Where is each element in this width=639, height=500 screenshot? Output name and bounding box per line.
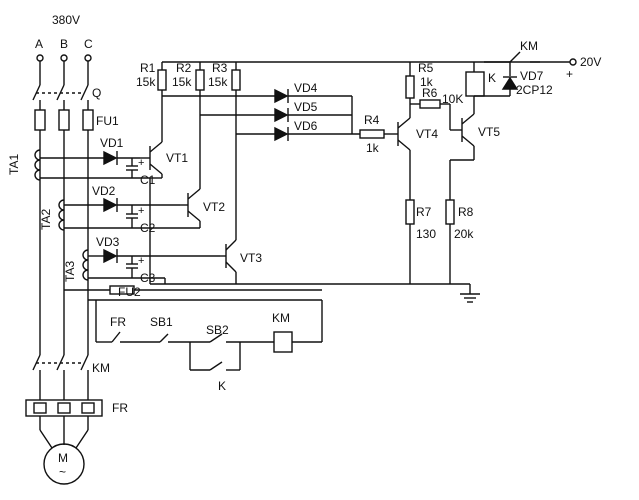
- diode-vd2: [103, 197, 180, 213]
- vd6-label: VD6: [294, 119, 318, 133]
- vd5-label: VD5: [294, 100, 318, 114]
- vd4-label: VD4: [294, 81, 318, 95]
- motor-ac-symbol: ~: [59, 465, 66, 479]
- km-coil-label: KM: [272, 311, 290, 325]
- sb2-label: SB2: [206, 323, 229, 337]
- r6-value: 10K: [442, 92, 463, 106]
- ta3-label: TA3: [63, 261, 77, 282]
- diode-vd3: [103, 248, 220, 264]
- fr-heater-label: FR: [112, 401, 128, 415]
- c1-label: C1: [140, 173, 156, 187]
- r1-value: 15k: [136, 75, 156, 89]
- vd7-label: VD7: [520, 69, 544, 83]
- km-aux-label: KM: [520, 39, 538, 53]
- vt3-label: VT3: [240, 251, 262, 265]
- r7-label: R7: [416, 205, 432, 219]
- resistor-r5: [405, 62, 415, 99]
- r3-value: 15k: [208, 75, 228, 89]
- diode-or-network: [162, 88, 360, 142]
- phase-c-label: C: [84, 37, 93, 51]
- fu2-label: FU2: [118, 285, 141, 299]
- phase-a-label: A: [35, 37, 43, 51]
- ct-coils: [34, 149, 89, 281]
- terminal-c: [84, 54, 92, 62]
- r2-label: R2: [176, 61, 192, 75]
- r2-value: 15k: [172, 75, 192, 89]
- r4-value: 1k: [366, 141, 380, 155]
- c1-plus: +: [138, 157, 144, 169]
- terminal-b: [60, 54, 68, 62]
- transistor-vt4: [397, 98, 411, 200]
- phase-lines: [32, 61, 94, 449]
- km-aux-contact: [509, 51, 540, 63]
- ta2-label: TA2: [39, 209, 53, 230]
- ta1-label: TA1: [7, 154, 21, 175]
- ground-rail: [149, 178, 480, 303]
- supply-voltage-label: 380V: [52, 13, 80, 27]
- r3-label: R3: [212, 61, 228, 75]
- motor-symbol: [43, 443, 85, 485]
- phase-b-label: B: [60, 37, 68, 51]
- transistor-vt5: [449, 96, 475, 200]
- c2-plus: +: [138, 205, 144, 217]
- resistor-r4: [359, 129, 398, 139]
- resistors-r7-r8: [405, 199, 455, 284]
- relay-k-coil: [465, 61, 510, 97]
- diode-vd7: [501, 62, 519, 96]
- resistors-r1-r3: [157, 62, 241, 91]
- fuse-fu1-label: FU1: [96, 114, 119, 128]
- r7-value: 130: [416, 227, 436, 241]
- diode-vd1: [103, 150, 140, 166]
- r8-label: R8: [458, 205, 474, 219]
- thermal-relay-fr: [25, 399, 103, 417]
- vd1-label: VD1: [100, 136, 124, 150]
- vt1-label: VT1: [166, 151, 188, 165]
- r4-label: R4: [364, 113, 380, 127]
- dc-supply-label: 20V: [580, 55, 601, 69]
- km-main-label: KM: [92, 361, 110, 375]
- r6-label: R6: [422, 86, 438, 100]
- k-contact-label: K: [218, 379, 226, 393]
- vd2-label: VD2: [92, 184, 116, 198]
- c2-label: C2: [140, 221, 156, 235]
- motor-label: M: [58, 451, 68, 465]
- capacitors: [126, 158, 138, 278]
- sb1-label: SB1: [150, 315, 173, 329]
- ct-secondary-wiring: [40, 157, 165, 279]
- vd7-value: 2CP12: [516, 83, 553, 97]
- control-circuit-wiring: [64, 285, 323, 371]
- relay-k-label: K: [488, 71, 496, 85]
- terminal-a: [36, 54, 44, 62]
- transistor-vt2: [165, 90, 201, 229]
- vd3-label: VD3: [96, 235, 120, 249]
- resistor-r6: [410, 99, 451, 130]
- c3-label: C3: [140, 271, 156, 285]
- r5-value: 1k: [420, 75, 434, 89]
- switch-q-label: Q: [92, 86, 101, 100]
- r1-label: R1: [140, 61, 156, 75]
- dc-plus-label: +: [566, 67, 573, 81]
- r5-label: R5: [418, 61, 434, 75]
- vt5-label: VT5: [478, 125, 500, 139]
- vt2-label: VT2: [203, 200, 225, 214]
- transistor-vt1: [140, 90, 163, 179]
- fr-contact-label: FR: [110, 315, 126, 329]
- vt4-label: VT4: [416, 127, 438, 141]
- c3-plus: +: [138, 255, 144, 267]
- r8-value: 20k: [454, 227, 474, 241]
